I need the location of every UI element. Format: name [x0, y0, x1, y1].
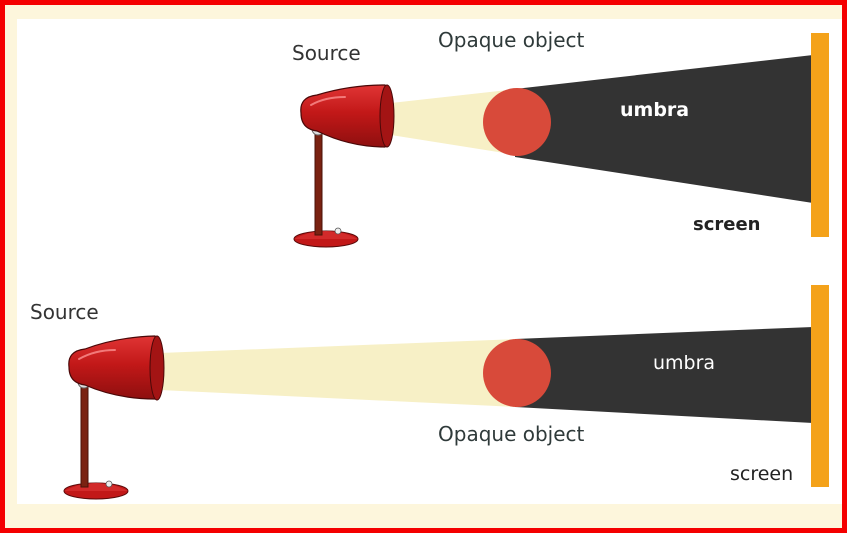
top-umbra-region	[515, 55, 813, 203]
top-screen-label: screen	[693, 214, 761, 235]
bottom-object-label: Opaque object	[438, 422, 585, 446]
bottom-source-label: Source	[30, 300, 99, 324]
top-opaque-object	[483, 88, 551, 156]
bottom-diagram	[63, 285, 829, 500]
top-lamp	[293, 84, 395, 248]
top-light-beam	[391, 89, 517, 155]
bottom-light-beam	[160, 339, 517, 407]
bottom-umbra-label: umbra	[653, 352, 716, 374]
bottom-screen	[811, 285, 829, 487]
top-diagram	[293, 33, 829, 248]
bottom-umbra-region	[515, 327, 813, 423]
top-umbra-label: umbra	[620, 99, 690, 121]
top-source-label: Source	[292, 41, 361, 65]
top-object-label: Opaque object	[438, 28, 585, 52]
bottom-lamp	[63, 335, 165, 500]
bottom-opaque-object	[483, 339, 551, 407]
shadow-diagram	[63, 33, 829, 500]
bottom-screen-label: screen	[730, 463, 794, 485]
top-screen	[811, 33, 829, 237]
